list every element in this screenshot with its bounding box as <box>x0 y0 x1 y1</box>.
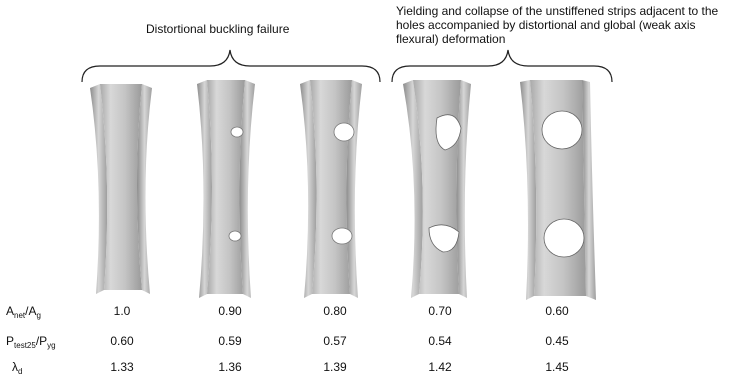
specimen-5-flange-left <box>520 80 537 300</box>
slenderness-cell: 1.33 <box>110 360 134 374</box>
specimen-2-web <box>207 80 245 294</box>
area-ratio-cell: 0.90 <box>218 304 242 318</box>
specimen-1 <box>90 84 152 294</box>
yielding-collapse-caption: Yielding and collapse of the unstiffened… <box>396 4 719 46</box>
load-ratio-row: Ptest25/Pyg 0.60 0.59 0.57 0.54 0.45 <box>0 334 738 354</box>
specimen-5-hole-bottom <box>543 218 585 258</box>
specimen-4 <box>403 80 471 298</box>
load-ratio-cell: 0.57 <box>323 334 347 348</box>
area-ratio-row: Anet/Ag 1.0 0.90 0.80 0.70 0.60 <box>0 304 738 324</box>
area-ratio-cell: 0.70 <box>428 304 452 318</box>
area-ratio-label: Anet/Ag <box>6 304 41 320</box>
slenderness-label: λd <box>12 360 23 376</box>
load-ratio-cell: 0.59 <box>218 334 242 348</box>
specimen-2-hole-bottom <box>228 230 242 242</box>
specimen-3 <box>300 80 362 298</box>
left-bracket <box>81 49 381 83</box>
specimen-2 <box>197 80 255 298</box>
area-ratio-cell: 0.60 <box>545 304 569 318</box>
specimen-5-flange-right <box>582 80 596 300</box>
load-ratio-cell: 0.54 <box>428 334 452 348</box>
specimen-2-flange-right <box>239 80 255 298</box>
specimen-4-hole-top <box>435 114 462 151</box>
load-ratio-label: Ptest25/Pyg <box>6 334 56 350</box>
specimen-2-hole-top <box>230 126 244 138</box>
specimen-2-flange-left <box>197 80 212 298</box>
area-ratio-cell: 1.0 <box>113 304 131 318</box>
load-ratio-cell: 0.60 <box>110 334 134 348</box>
load-ratio-cell: 0.45 <box>545 334 569 348</box>
specimen-4-flange-left <box>403 80 423 298</box>
distortional-buckling-caption: Distortional buckling failure <box>146 22 290 36</box>
specimen-5 <box>520 80 596 300</box>
specimen-3-hole-bottom <box>331 227 353 245</box>
slenderness-cell: 1.42 <box>428 360 452 374</box>
slenderness-row: λd 1.33 1.36 1.39 1.42 1.45 <box>0 360 738 380</box>
slenderness-cell: 1.45 <box>545 360 569 374</box>
specimen-5-hole-top <box>541 110 583 150</box>
specimen-3-hole-top <box>333 122 355 142</box>
specimen-1-web <box>100 84 142 290</box>
specimen-1-flange-left <box>90 84 108 294</box>
slenderness-cell: 1.36 <box>218 360 242 374</box>
specimen-4-hole-bottom <box>428 224 460 253</box>
slenderness-cell: 1.39 <box>323 360 347 374</box>
specimen-3-flange-left <box>300 80 317 298</box>
right-bracket <box>391 49 613 83</box>
area-ratio-cell: 0.80 <box>323 304 347 318</box>
specimen-figure <box>81 49 613 300</box>
specimen-1-flange-right <box>137 84 152 294</box>
